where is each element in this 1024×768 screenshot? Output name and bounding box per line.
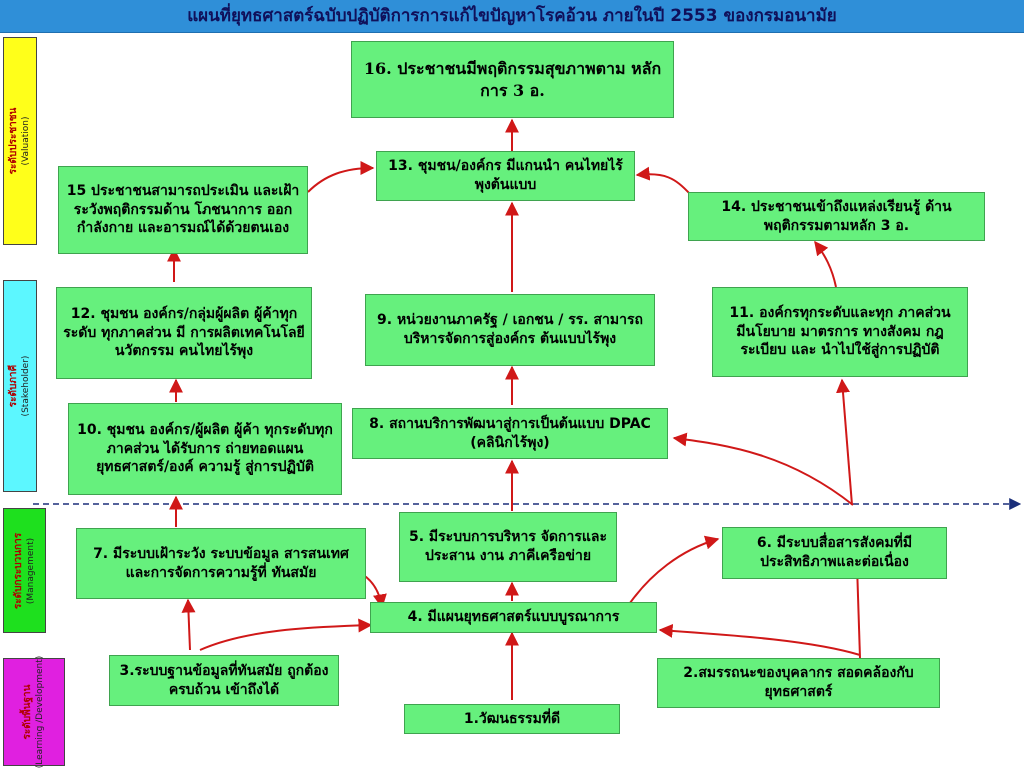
arrow-3-to-4 (199, 618, 373, 651)
level-management: ระดับกระบวนการ(Management) (3, 508, 46, 633)
box-10: 10. ชุมชน องค์กร/ผู้ผลิต ผู้ค้า ทุกระดับ… (68, 403, 342, 495)
arrow-6-to-8 (672, 432, 854, 506)
box-16: 16. ประชาชนมีพฤติกรรมสุขภาพตาม หลักการ 3… (351, 41, 674, 118)
box-1: 1.วัฒนธรรมที่ดี (404, 704, 620, 734)
level-stakeholder: ระดับภาคี(Stakeholder) (3, 280, 37, 492)
arrow-15-to-13 (307, 161, 375, 193)
box-11: 11. องค์กรทุกระดับและทุก ภาคส่วน มีนโยบา… (712, 287, 968, 377)
box-8: 8. สถานบริการพัฒนาสู่การเป็นต้นแบบ DPAC … (352, 408, 668, 459)
box-4: 4. มีแผนยุทธศาสตร์แบบบูรณาการ (370, 602, 657, 633)
page-title: แผนที่ยุทธศาสตร์ฉบับปฏิบัติการการแก้ไขปั… (0, 0, 1024, 33)
box-9: 9. หน่วยงานภาครัฐ / เอกชน / รร. สามารถบร… (365, 294, 655, 366)
box-7: 7. มีระบบเฝ้าระวัง ระบบข้อมูล สารสนเทศ แ… (76, 528, 366, 599)
box-14: 14. ประชาชนเข้าถึงแหล่งเรียนรู้ ด้านพฤติ… (688, 192, 985, 241)
box-12: 12. ชุมชน องค์กร/กลุ่มผู้ผลิต ผู้ค้าทุกร… (56, 287, 312, 379)
level-valuation: ระดับประชาชน(Valuation) (3, 37, 37, 245)
box-15: 15 ประชาชนสามารถประเมิน และเฝ้าระวังพฤติ… (58, 166, 308, 254)
arrow-4-to-6 (629, 535, 720, 604)
arrow-6-to-11 (836, 378, 853, 506)
box-13: 13. ชุมชน/องค์กร มีแกนนำ คนไทยไร้พุงต้นแ… (376, 151, 635, 201)
arrow-3-to-7 (181, 598, 196, 651)
box-6: 6. มีระบบสื่อสารสังคมที่มี ประสิทธิภาพแล… (722, 527, 947, 579)
level-learning: ระดับพื้นฐาน(Learning /Development) (3, 656, 65, 768)
box-3: 3.ระบบฐานข้อมูลที่ทันสมัย ถูกต้อง ครบถ้ว… (109, 655, 339, 706)
arrow-2-to-6 (850, 563, 865, 659)
box-5: 5. มีระบบการบริหาร จัดการและประสาน งาน ภ… (399, 512, 617, 582)
arrow-14-to-13 (635, 166, 691, 195)
arrow-11-to-14 (814, 240, 837, 288)
box-2: 2.สมรรถนะของบุคลากร สอดคล้องกับยุทธศาสตร… (657, 658, 940, 708)
arrow-2-to-4 (658, 623, 861, 656)
